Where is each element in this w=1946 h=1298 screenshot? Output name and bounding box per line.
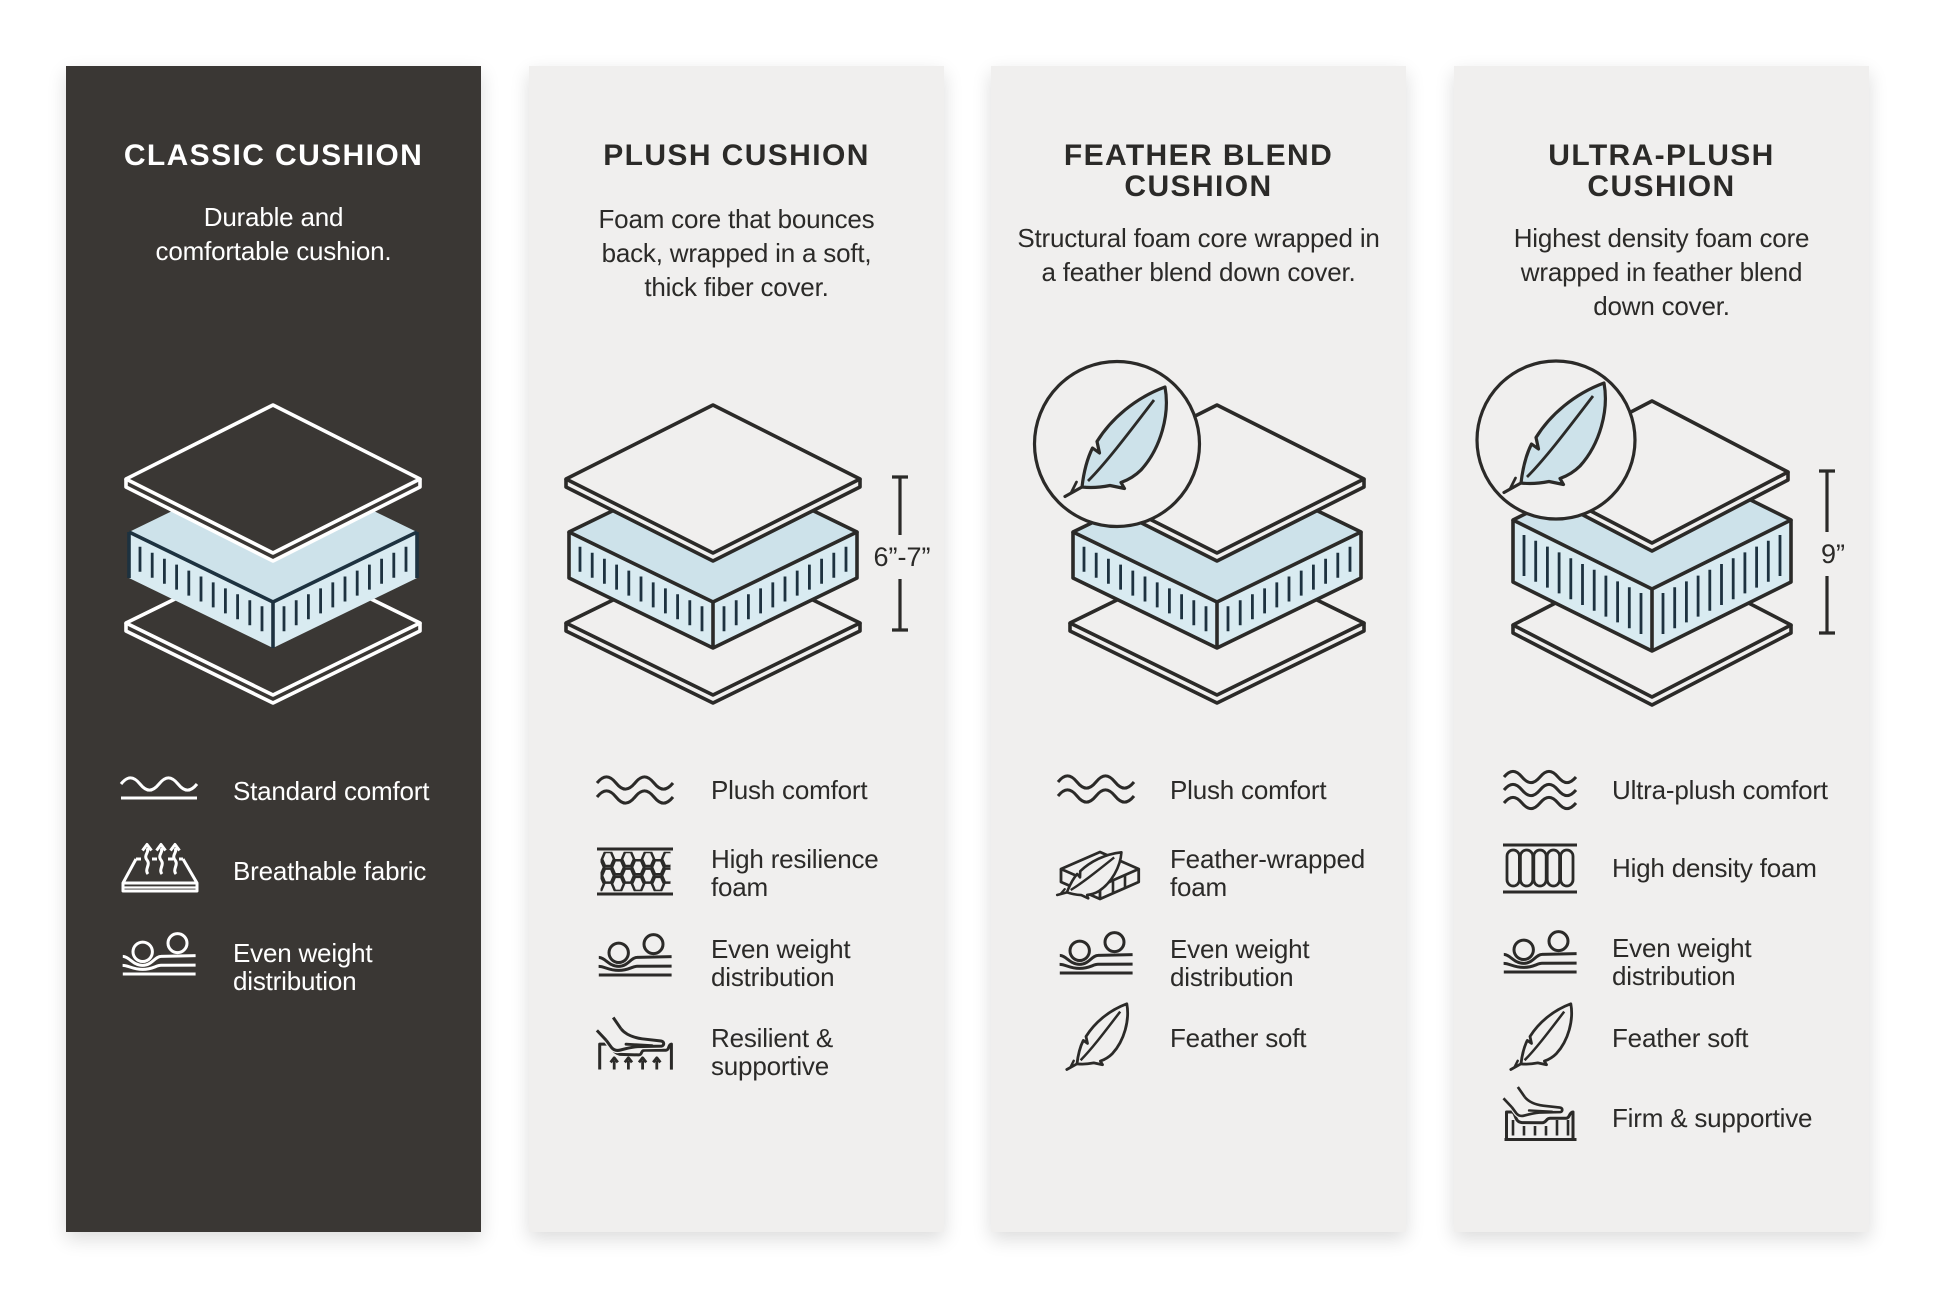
svg-text:6”-7”: 6”-7” [873, 542, 930, 572]
svg-text:9”: 9” [1821, 539, 1845, 569]
